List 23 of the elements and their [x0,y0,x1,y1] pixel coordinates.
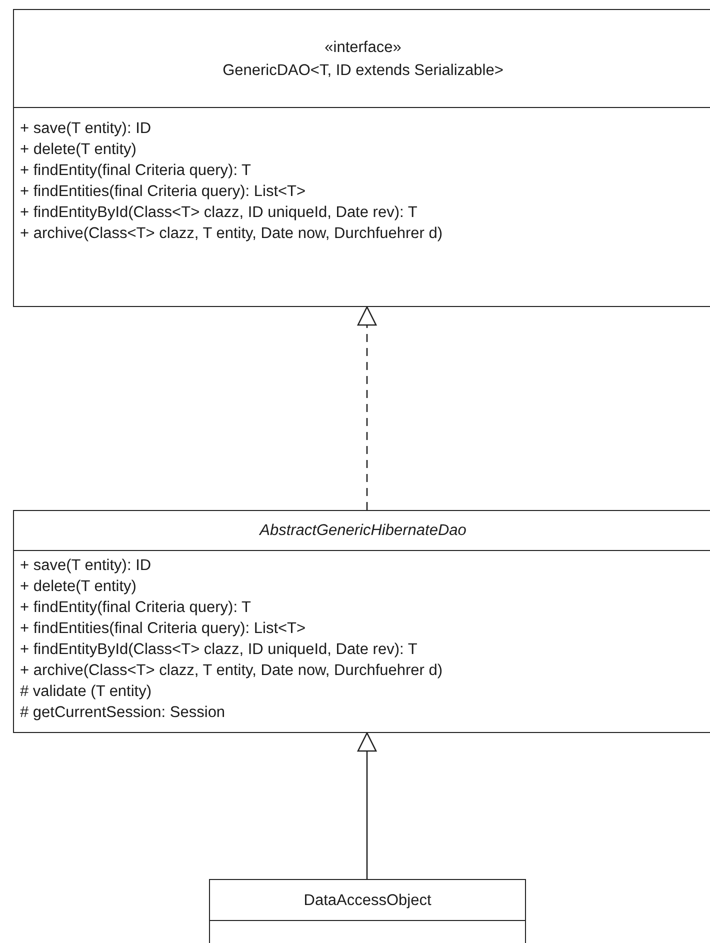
method-signature: + findEntity(final Criteria query): T [20,161,252,181]
class-name: DataAccessObject [304,890,432,910]
stereotype-label: «interface» [324,38,402,58]
method-signature: + delete(T entity) [20,140,136,160]
realization-arrow [357,306,377,510]
method-signature: + save(T entity): ID [20,556,152,576]
method-signature: + archive(Class<T> clazz, T entity, Date now, Durchfuehrer d) [20,224,443,244]
class-box [13,510,710,733]
method-signature: + findEntityById(Class<T> clazz, ID uniqueId, Date rev): T [20,203,418,223]
method-signature: + delete(T entity) [20,577,136,597]
class-box [209,879,526,943]
method-signature: # getCurrentSession: Session [20,703,226,723]
method-signature: + findEntities(final Criteria query): List<T> [20,619,306,639]
method-signature: + findEntityById(Class<T> clazz, ID uniqueId, Date rev): T [20,640,418,660]
method-signature: + save(T entity): ID [20,119,152,139]
generalization-arrow [357,732,377,879]
method-signature: + findEntities(final Criteria query): List<T> [20,182,306,202]
class-name: GenericDAO<T, ID extends Serializable> [222,60,504,80]
method-signature: + findEntity(final Criteria query): T [20,598,252,618]
method-signature: # validate (T entity) [20,682,152,702]
class-name: AbstractGenericHibernateDao [260,521,466,541]
class-box [13,9,710,307]
method-signature: + archive(Class<T> clazz, T entity, Date now, Durchfuehrer d) [20,661,443,681]
